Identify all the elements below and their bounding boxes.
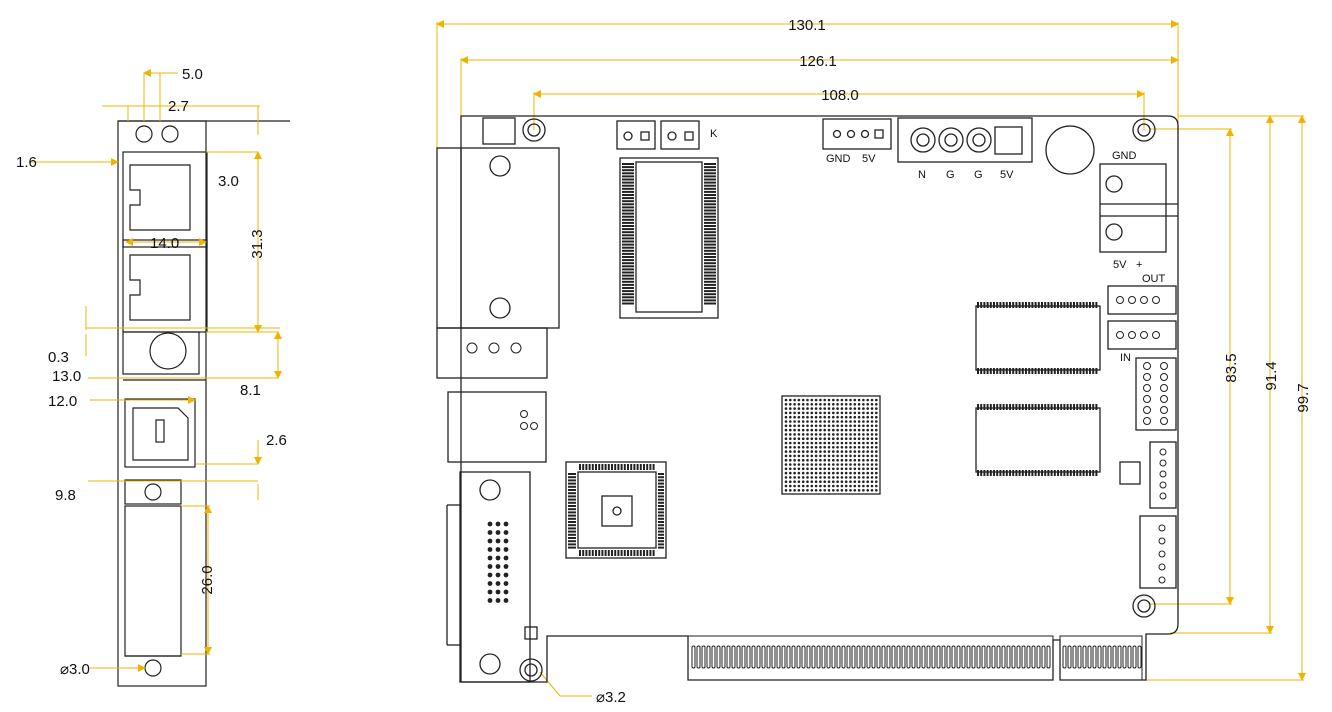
dim-3-0: 3.0 <box>218 173 239 190</box>
board-dimension-labels: 130.1 126.1 108.0 83.5 91.4 99.7 ⌀3.2 <box>596 17 1312 706</box>
dim-126-1: 126.1 <box>799 53 837 70</box>
usb-b-port <box>132 407 189 461</box>
dim-2-7: 2.7 <box>168 98 189 115</box>
dim-99-7: 99.7 <box>1295 383 1312 412</box>
board-outline <box>460 115 1179 683</box>
label-k: K <box>710 128 718 140</box>
mount-hole-top-right <box>1132 118 1156 142</box>
dc-power-jack <box>1099 163 1167 253</box>
side-header-lower <box>1139 515 1177 589</box>
usb-b-frame <box>124 398 196 468</box>
out-connector <box>1107 285 1177 315</box>
rj45-port-lower <box>129 254 191 321</box>
dim-130-1: 130.1 <box>788 17 826 34</box>
mount-hole-top-left <box>522 118 546 142</box>
audio-jack-frame <box>122 331 200 375</box>
header-pins <box>466 296 1168 584</box>
label-dc-5v: 5V <box>1113 259 1127 271</box>
dvi-pins <box>487 521 509 603</box>
label-gnd: GND <box>1112 150 1137 162</box>
dim-12-0: 12.0 <box>48 393 77 410</box>
so-dimm-pins <box>622 163 716 305</box>
label-molex-g2: G <box>974 169 983 181</box>
label-fan-gnd: GND <box>826 153 851 165</box>
rj45-stack-hole-bottom <box>489 297 511 319</box>
dim-hole-3-2: ⌀3.2 <box>596 689 626 706</box>
label-out: OUT <box>1142 273 1166 285</box>
bracket-bottom-hole <box>144 659 162 677</box>
dim-83-5: 83.5 <box>1223 353 1240 382</box>
header-j7 <box>616 120 656 150</box>
label-molex-n: N <box>918 169 926 181</box>
label-fan-5v: 5V <box>862 153 876 165</box>
bracket-mid-hole <box>144 483 162 501</box>
audio-connector <box>436 327 548 379</box>
dim-hole-3-0: ⌀3.0 <box>60 661 90 678</box>
dim-13-0: 13.0 <box>52 368 81 385</box>
rtc-battery <box>1045 125 1095 175</box>
bracket-outline <box>117 120 207 687</box>
side-bracket-view <box>117 120 290 687</box>
dim-5-0: 5.0 <box>182 66 203 83</box>
qfp-chip <box>565 461 667 559</box>
label-molex-5v: 5V <box>1000 169 1014 181</box>
board-labels: K GND 5V N G G 5V GND 5V + OUT IN <box>710 128 1166 364</box>
fan-header <box>822 118 892 150</box>
so-dimm-slot <box>619 157 719 319</box>
rj45-port-lower-frame <box>122 239 208 333</box>
rj45-port-upper-frame <box>122 151 208 248</box>
dim-108-0: 108.0 <box>821 87 859 104</box>
side-dimension-labels: 5.0 2.7 1.6 3.0 14.0 31.3 0.3 13.0 8.1 1… <box>16 66 287 678</box>
dim-9-8: 9.8 <box>55 487 76 504</box>
dvi-connector <box>459 471 531 683</box>
dim-2-6: 2.6 <box>266 432 287 449</box>
usb-connector <box>447 391 547 463</box>
pin-header-2x6 <box>1135 357 1177 431</box>
bracket-tab <box>124 479 182 505</box>
mount-hole-bottom-left <box>519 658 543 682</box>
bracket-slot <box>124 505 182 657</box>
in-connector <box>1107 320 1177 350</box>
dvi-screw-bottom <box>479 653 501 675</box>
dim-8-1: 8.1 <box>240 382 261 399</box>
pci-edge-connector <box>687 635 1143 681</box>
header-top-left <box>482 117 516 145</box>
dim-1-6: 1.6 <box>16 154 37 171</box>
memory-chip-upper <box>975 305 1101 371</box>
label-in: IN <box>1120 352 1131 364</box>
dim-91-4: 91.4 <box>1263 361 1280 390</box>
label-molex-g1: G <box>946 169 955 181</box>
side-dimension-lines <box>30 69 282 672</box>
rj45-port-upper <box>129 164 191 231</box>
usb-b-pin <box>155 419 165 443</box>
memory-chip-pins <box>977 302 1098 476</box>
audio-jack <box>149 332 187 370</box>
memory-chip-lower <box>975 407 1101 473</box>
dim-0-3: 0.3 <box>48 349 69 366</box>
rj45-stack <box>436 147 560 329</box>
mount-hole-bottom-right <box>1132 594 1156 618</box>
rj45-stack-hole-top <box>489 155 511 177</box>
dim-26-0: 26.0 <box>199 565 216 594</box>
molex-power-connector <box>897 117 1033 163</box>
bga-processor <box>781 395 881 495</box>
header-j8 <box>660 120 700 150</box>
dim-31-3: 31.3 <box>249 229 266 258</box>
dvi-screw-top <box>479 479 501 501</box>
jumper-small <box>1119 461 1141 485</box>
board-dimension-lines <box>436 20 1306 697</box>
jumper-pad <box>524 626 538 640</box>
bga-ball-grid <box>784 398 878 492</box>
dim-14-0: 14.0 <box>150 235 179 252</box>
bracket-top-hole-left <box>135 125 153 143</box>
side-header-upper <box>1149 441 1177 509</box>
qfp-chip-pins <box>568 464 664 556</box>
bracket-top-hole-right <box>161 125 179 143</box>
label-dc-plus: + <box>1136 259 1142 271</box>
